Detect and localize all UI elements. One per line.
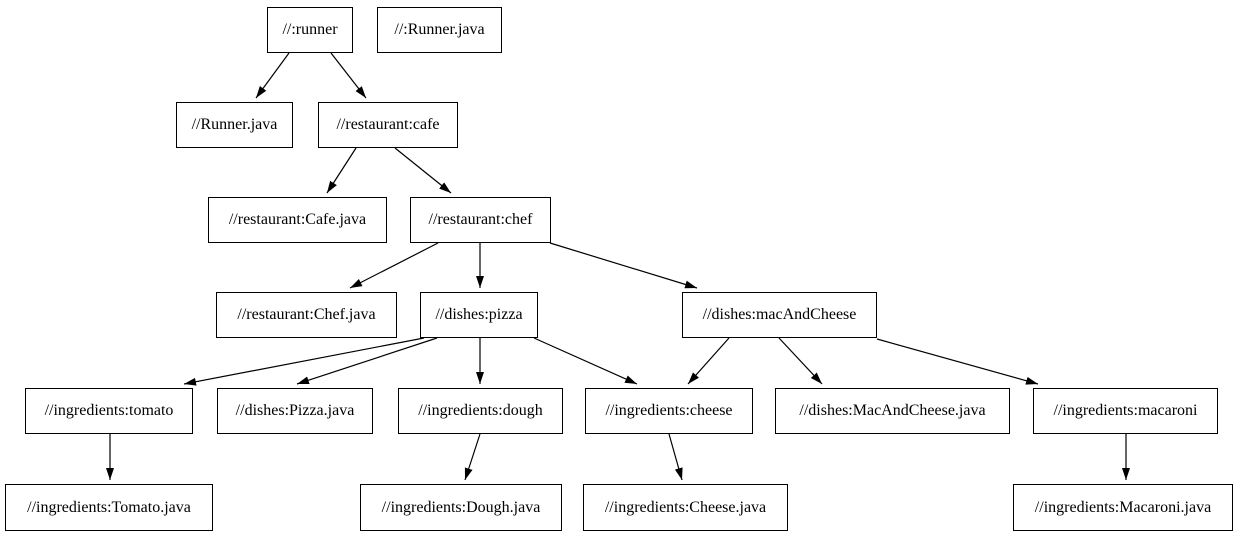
node-label-runner-java: //Runner.java xyxy=(191,116,278,133)
edge-pizza-to-cheese xyxy=(533,337,638,385)
node-label-macaroni-java: //ingredients:Macaroni.java xyxy=(1034,498,1212,516)
node-cheese: //ingredients:cheese xyxy=(585,388,753,434)
edge-runner-to-cafe xyxy=(330,52,367,99)
node-runner-java: //Runner.java xyxy=(176,102,293,148)
node-label-cheese: //ingredients:cheese xyxy=(605,402,733,419)
node-label-dough: //ingredients:dough xyxy=(418,402,543,419)
edge-cafe-to-cafe-java xyxy=(326,147,357,194)
node-label-dough-java: //ingredients:Dough.java xyxy=(381,498,541,516)
edge-mac-and-cheese-to-cheese xyxy=(687,337,730,385)
node-cheese-java: //ingredients:Cheese.java xyxy=(583,484,788,531)
node-macaroni-java: //ingredients:Macaroni.java xyxy=(1013,484,1233,531)
node-label-mac-and-cheese-java: //dishes:MacAndCheese.java xyxy=(799,402,986,419)
node-label-cafe: //restaurant:cafe xyxy=(336,116,440,133)
node-macaroni: //ingredients:macaroni xyxy=(1033,388,1218,434)
node-pizza-java: //dishes:Pizza.java xyxy=(217,388,373,434)
node-label-chef-java: //restaurant:Chef.java xyxy=(237,306,376,323)
node-runner: //:runner xyxy=(267,7,353,53)
node-label-pizza-java: //dishes:Pizza.java xyxy=(235,402,355,419)
edges-group xyxy=(106,52,1130,481)
node-dough-java: //ingredients:Dough.java xyxy=(360,484,562,531)
node-label-pizza: //dishes:pizza xyxy=(435,306,523,323)
edge-chef-to-mac-and-cheese xyxy=(549,242,698,289)
node-label-cheese-java: //ingredients:Cheese.java xyxy=(604,498,767,516)
node-tomato-java: //ingredients:Tomato.java xyxy=(5,484,213,531)
node-label-runner: //:runner xyxy=(282,21,338,38)
edge-mac-and-cheese-to-macaroni xyxy=(876,338,1039,385)
edge-cheese-to-cheese-java xyxy=(668,433,683,481)
node-cafe: //restaurant:cafe xyxy=(318,102,458,148)
edge-mac-and-cheese-to-mac-and-cheese-java xyxy=(778,337,823,385)
node-tomato: //ingredients:tomato xyxy=(25,388,193,434)
node-mac-and-cheese: //dishes:macAndCheese xyxy=(682,292,877,338)
node-chef: //restaurant:chef xyxy=(410,197,551,243)
edge-pizza-to-tomato xyxy=(183,337,425,386)
node-label-tomato: //ingredients:tomato xyxy=(44,402,174,419)
edge-chef-to-chef-java xyxy=(349,242,439,289)
edge-dough-to-dough-java xyxy=(464,433,481,481)
node-pizza: //dishes:pizza xyxy=(420,292,538,338)
node-dough: //ingredients:dough xyxy=(398,388,563,434)
node-label-macaroni: //ingredients:macaroni xyxy=(1053,402,1198,419)
node-chef-java: //restaurant:Chef.java xyxy=(216,292,397,338)
node-root-runner-java: //:Runner.java xyxy=(377,7,502,53)
node-label-tomato-java: //ingredients:Tomato.java xyxy=(27,498,191,516)
edge-cafe-to-chef xyxy=(394,147,452,194)
edge-runner-to-runner-java xyxy=(255,52,290,99)
node-label-mac-and-cheese: //dishes:macAndCheese xyxy=(702,306,857,323)
node-cafe-java: //restaurant:Cafe.java xyxy=(208,197,387,243)
node-label-root-runner-java: //:Runner.java xyxy=(394,21,485,38)
node-mac-and-cheese-java: //dishes:MacAndCheese.java xyxy=(775,388,1010,434)
edge-pizza-to-pizza-java xyxy=(296,337,438,385)
node-label-cafe-java: //restaurant:Cafe.java xyxy=(228,211,367,228)
node-label-chef: //restaurant:chef xyxy=(428,211,533,228)
